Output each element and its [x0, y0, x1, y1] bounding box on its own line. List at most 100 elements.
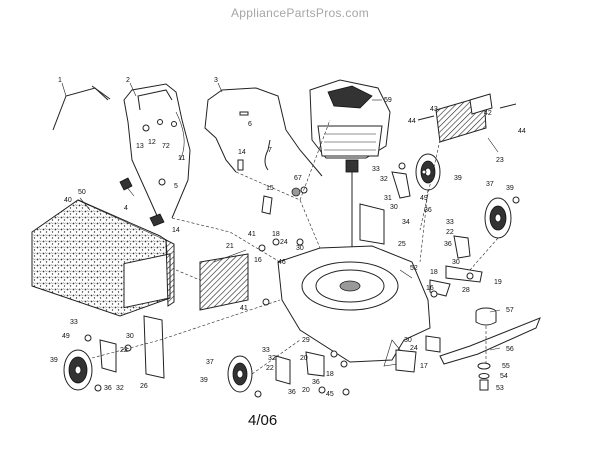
blade-part-56: [439, 317, 541, 365]
callout-32a: 32: [380, 176, 388, 183]
callout-labels: 1 2 3 59 43 42 44 44 23 13 12 72 11 6 7 …: [50, 77, 526, 398]
cable-part-67: [291, 186, 308, 197]
callout-49b: 49: [62, 333, 70, 340]
callout-41a: 41: [248, 231, 256, 238]
callout-16b: 16: [254, 257, 262, 264]
height-adjuster-19-28: [429, 265, 483, 297]
callout-52: 52: [410, 265, 418, 272]
bracket-part-15: [261, 195, 273, 215]
callout-41b: 41: [240, 305, 248, 312]
bolt-part-6: [239, 111, 249, 116]
callout-26: 26: [140, 383, 148, 390]
callout-39c: 39: [50, 357, 58, 364]
rear-shield-part-21: [199, 253, 249, 311]
callout-24a: 24: [410, 345, 418, 352]
callout-19: 19: [494, 279, 502, 286]
callout-22c: 22: [266, 365, 274, 372]
callout-3: 3: [214, 77, 218, 84]
upper-handle-part-1: [52, 85, 111, 131]
callout-29: 29: [302, 337, 310, 344]
bolts-12-13-72: [142, 119, 177, 132]
footer-date: 4/06: [248, 412, 278, 429]
callout-34: 34: [402, 219, 410, 226]
callout-40: 40: [64, 197, 72, 204]
callout-32c: 32: [268, 355, 276, 362]
callout-45: 45: [326, 391, 334, 398]
assembly-leader-lines: [91, 119, 499, 375]
callout-33a: 33: [372, 166, 380, 173]
callout-50: 50: [78, 189, 86, 196]
callout-36c: 36: [104, 385, 112, 392]
callout-37a: 37: [486, 181, 494, 188]
callout-33c: 33: [70, 319, 78, 326]
knob-part-14: [149, 213, 165, 227]
callout-39d: 39: [200, 377, 208, 384]
callout-33b: 33: [446, 219, 454, 226]
bracket-part-17: [395, 335, 441, 373]
clip-part-14-upper: [237, 159, 244, 171]
small-hardware: [84, 162, 520, 398]
callout-20: 20: [300, 355, 308, 362]
wheel-rear-right-37: [484, 197, 512, 239]
callout-36d: 36: [288, 389, 296, 396]
control-bar-part-7: [264, 139, 271, 171]
callout-22b: 22: [120, 347, 128, 354]
bolt-part-5: [158, 178, 166, 186]
callout-56: 56: [506, 346, 514, 353]
mower-deck-part-52: [277, 245, 431, 367]
wheel-rear-left-49: [63, 349, 93, 391]
callout-46: 46: [278, 259, 286, 266]
lower-handle-part-3: [204, 87, 323, 177]
callout-13: 13: [136, 143, 144, 150]
height-adjuster-front-left: [275, 351, 325, 385]
callout-57: 57: [506, 307, 514, 314]
callout-30b: 30: [452, 259, 460, 266]
callout-39a: 39: [454, 175, 462, 182]
callout-31: 31: [384, 195, 392, 202]
callout-16a: 16: [426, 285, 434, 292]
callout-30e: 30: [126, 333, 134, 340]
callout-21: 21: [226, 243, 234, 250]
callout-12: 12: [148, 139, 156, 146]
callout-18a: 18: [430, 269, 438, 276]
callout-6: 6: [248, 121, 252, 128]
callout-30c: 30: [404, 337, 412, 344]
callout-42: 42: [484, 110, 492, 117]
handle-cable-part-11: [175, 111, 185, 161]
blade-adapter-part-57: [475, 307, 497, 326]
watermark-text: AppliancePartsPros.com: [231, 6, 369, 20]
engine-part-59: [309, 79, 391, 290]
upper-handle-part-2: [123, 83, 191, 219]
callout-30a: 30: [390, 204, 398, 211]
callout-43: 43: [430, 106, 438, 113]
callout-15: 15: [266, 185, 274, 192]
callout-7: 7: [268, 147, 272, 154]
callout-36e: 36: [312, 379, 320, 386]
callout-25: 25: [398, 241, 406, 248]
callout-20b: 20: [302, 387, 310, 394]
callout-53: 53: [496, 385, 504, 392]
blade-hardware-53-54-55: [477, 362, 491, 391]
height-adjuster-right-22-33: [359, 171, 471, 259]
callout-49a: 49: [420, 195, 428, 202]
callout-36a: 36: [424, 207, 432, 214]
wheel-front-left-37: [227, 355, 253, 393]
callout-17: 17: [420, 363, 428, 370]
callout-67: 67: [294, 175, 302, 182]
callout-leaders: [61, 82, 501, 351]
callout-14a: 14: [238, 149, 246, 156]
callout-54: 54: [500, 373, 508, 380]
callout-72: 72: [162, 143, 170, 150]
discharge-chute-part-23: [417, 93, 517, 143]
callout-18b: 18: [272, 231, 280, 238]
callout-1: 1: [58, 77, 62, 84]
callout-30d: 30: [296, 245, 304, 252]
callout-5: 5: [174, 183, 178, 190]
callout-14b: 14: [172, 227, 180, 234]
callout-37b: 37: [206, 359, 214, 366]
height-adjuster-left-26: [99, 315, 165, 379]
wheel-front-right-49: [415, 153, 441, 191]
callout-18c: 18: [326, 371, 334, 378]
callout-39b: 39: [506, 185, 514, 192]
